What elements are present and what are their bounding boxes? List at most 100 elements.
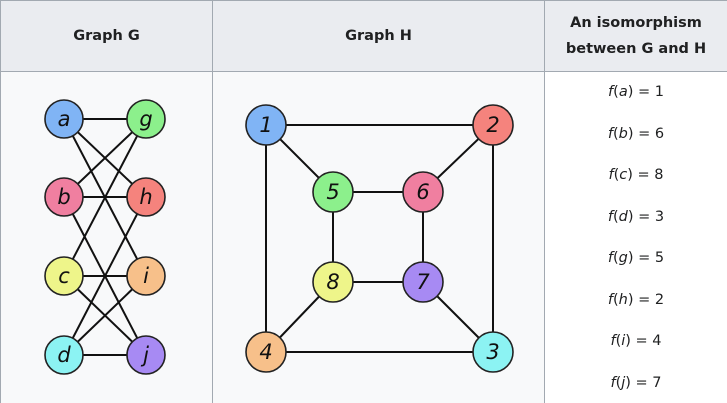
graph-h-node-4-circle <box>245 331 287 373</box>
mapping-result: ) = 2 <box>627 291 665 308</box>
graph-g-cell: a g b h c i d j <box>0 71 213 403</box>
graph-g-node-i: i <box>126 256 166 296</box>
graph-h-node-3: 3 <box>472 331 514 373</box>
header-row: Graph G Graph H An isomorphism between G… <box>0 0 727 72</box>
mapping-row: f(j) = 7 <box>545 371 727 403</box>
mapping-open: ( <box>613 84 619 100</box>
graph-h-node-8: 8 <box>312 261 354 303</box>
graph-g-node-c-circle <box>44 256 84 296</box>
mapping-row: f(a) = 1 <box>545 80 727 122</box>
mapping-row: f(d) = 3 <box>545 205 727 247</box>
graph-h-node-7: 7 <box>402 261 444 303</box>
graph-g-node-a-circle <box>44 99 84 139</box>
mapping-open: ( <box>613 167 620 183</box>
header-isomorphism-line1: An isomorphism <box>570 15 702 31</box>
mapping-result: ) = 4 <box>625 333 662 349</box>
graph-h-node-5-circle <box>312 171 354 213</box>
mapping-result: ) = 8 <box>627 167 664 183</box>
graph-g-edge-c-g <box>63 118 147 277</box>
graph-h-node-6: 6 <box>402 171 444 213</box>
mapping-result: ) = 6 <box>627 125 665 142</box>
graph-g-node-c: c <box>44 256 84 296</box>
graph-h-node-6-label: 6 <box>416 180 429 204</box>
graph-h-node-1-circle <box>245 104 287 146</box>
graph-h-nodes: 1 2 5 6 8 7 4 3 <box>245 104 514 373</box>
mapping-row: f(h) = 2 <box>545 288 727 330</box>
graph-g-node-j-label: j <box>140 343 149 367</box>
mapping-result: ) = 1 <box>627 84 664 100</box>
graph-h-node-2: 2 <box>472 104 514 146</box>
graph-g-diagram: a g b h c i d j <box>44 99 166 375</box>
graph-g-edges <box>63 118 147 356</box>
graph-h-node-3-label: 3 <box>486 340 499 364</box>
graph-h-node-8-label: 8 <box>326 270 339 294</box>
graph-h-edges <box>265 124 494 353</box>
mapping-row: f(c) = 8 <box>545 163 727 205</box>
graph-h-node-3-circle <box>472 331 514 373</box>
mapping-result: ) = 5 <box>627 250 665 266</box>
mapping-var: g <box>618 250 628 266</box>
graph-g-node-b: b <box>44 177 84 217</box>
mapping-var: i <box>621 333 626 349</box>
mapping-var: c <box>619 167 628 183</box>
mapping-result: ) = 7 <box>625 374 662 391</box>
graph-g-node-d-circle <box>44 335 84 375</box>
graph-h-node-2-circle <box>472 104 514 146</box>
header-graph-h: Graph H <box>212 0 545 72</box>
mapping-var: h <box>618 291 628 308</box>
graph-h-node-1-label: 1 <box>259 113 272 137</box>
graph-g-node-i-circle <box>126 256 166 296</box>
mapping-open: ( <box>612 250 619 266</box>
graph-g-edge-d-h <box>63 196 147 356</box>
graph-g-node-h: h <box>126 177 166 217</box>
mapping-func: f <box>608 84 614 100</box>
graph-h-node-2-label: 2 <box>486 113 499 137</box>
mapping-func: f <box>607 125 613 142</box>
graph-g-node-b-label: b <box>57 185 70 209</box>
graph-g-node-b-circle <box>44 177 84 217</box>
graph-g-node-g-circle <box>126 99 166 139</box>
mapping-row: f(i) = 4 <box>545 329 727 371</box>
mapping-row: f(b) = 6 <box>545 122 727 164</box>
graph-h-node-7-circle <box>402 261 444 303</box>
header-isomorphism: An isomorphism between G and H <box>544 0 727 72</box>
mapping-func: f <box>607 291 613 308</box>
graph-g-node-j-circle <box>126 335 166 375</box>
mapping-var: a <box>618 84 628 100</box>
graph-g-nodes: a g b h c i d j <box>44 99 166 375</box>
mapping-func: f <box>607 208 613 225</box>
graph-g-node-d: d <box>44 335 84 375</box>
mapping-open: ( <box>615 374 622 391</box>
graph-h-node-5-label: 5 <box>326 180 339 204</box>
mapping-func: f <box>607 250 613 266</box>
graph-g-node-a-label: a <box>58 107 71 131</box>
header-graph-g: Graph G <box>0 0 213 72</box>
graph-g-node-a: a <box>44 99 84 139</box>
graph-h-node-6-circle <box>402 171 444 213</box>
graph-h-cell: 1 2 5 6 8 7 4 3 <box>212 71 545 403</box>
header-isomorphism-line2: between G and H <box>565 41 707 57</box>
graph-g-node-g-label: g <box>139 107 152 131</box>
graph-h-node-4-label: 4 <box>259 340 272 364</box>
graph-g-node-c-label: c <box>58 264 70 288</box>
graph-g-node-i-label: i <box>143 264 149 288</box>
mapping-var: j <box>621 374 626 391</box>
graph-h-node-4: 4 <box>245 331 287 373</box>
graph-h-node-5: 5 <box>312 171 354 213</box>
graph-h-diagram: 1 2 5 6 8 7 4 3 <box>245 104 514 373</box>
graph-h-node-8-circle <box>312 261 354 303</box>
mapping-var: b <box>618 125 628 142</box>
mapping-open: ( <box>615 333 622 349</box>
mapping-func: f <box>610 374 616 391</box>
graph-g-node-g: g <box>126 99 166 139</box>
graph-g-node-j: j <box>126 335 166 375</box>
mapping-open: ( <box>612 125 619 142</box>
graph-g-node-h-circle <box>126 177 166 217</box>
graph-g-node-d-label: d <box>57 343 71 367</box>
mapping-func: f <box>610 333 616 349</box>
graph-h-node-1: 1 <box>245 104 287 146</box>
mapping-var: d <box>618 208 628 225</box>
